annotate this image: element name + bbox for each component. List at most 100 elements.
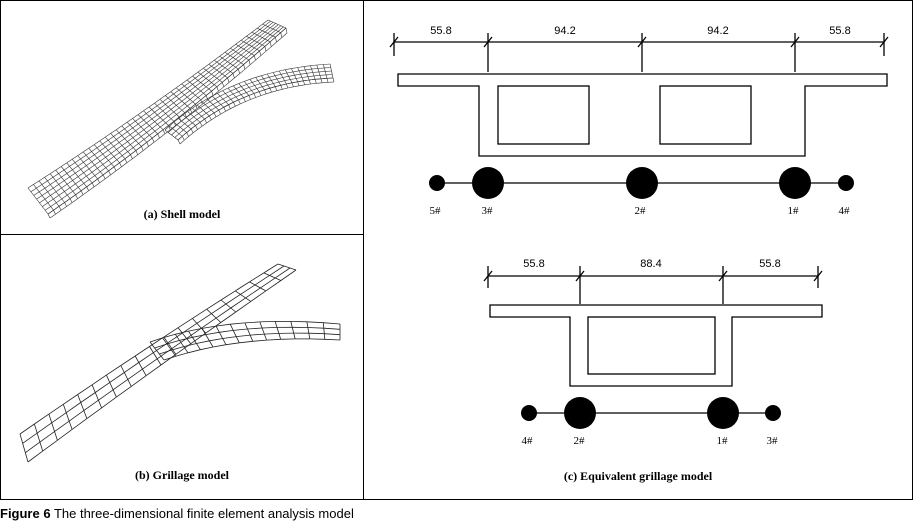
shell-main-girder-longitudinal bbox=[151, 105, 158, 110]
shell-main-girder-longitudinal bbox=[154, 108, 161, 113]
grillage-branch-girder-transverse bbox=[306, 321, 311, 339]
shell-main-girder-longitudinal bbox=[132, 123, 139, 129]
shell-main-web-transverse bbox=[53, 210, 56, 215]
shell-main-girder-longitudinal bbox=[105, 153, 112, 158]
shell-branch-girder-longitudinal bbox=[261, 73, 268, 76]
shell-main-girder-longitudinal bbox=[159, 95, 166, 100]
shell-branch-web-longitudinal bbox=[264, 87, 270, 91]
shell-main-girder-longitudinal bbox=[74, 158, 81, 163]
shell-main-girder-longitudinal bbox=[50, 191, 57, 196]
shell-main-girder-longitudinal bbox=[189, 94, 196, 100]
shell-main-girder-longitudinal bbox=[72, 165, 79, 170]
shell-branch-girder-longitudinal bbox=[240, 92, 247, 95]
shell-main-girder-longitudinal bbox=[216, 65, 223, 71]
shell-branch-girder-longitudinal bbox=[306, 72, 313, 74]
shell-branch-web-transverse bbox=[326, 78, 329, 83]
grillage-main-girder-longitudinal bbox=[39, 431, 55, 443]
shell-main-girder-longitudinal bbox=[102, 160, 109, 165]
shell-branch-girder-longitudinal bbox=[230, 96, 237, 100]
shell-main-girder-longitudinal bbox=[205, 65, 212, 71]
shell-main-girder-longitudinal bbox=[108, 146, 114, 151]
shell-main-girder-longitudinal bbox=[160, 122, 166, 128]
bottom-dim-label-3: 55.8 bbox=[759, 258, 780, 270]
shell-main-girder-longitudinal bbox=[208, 84, 215, 90]
shell-main-girder-longitudinal bbox=[55, 166, 62, 171]
shell-branch-web-longitudinal bbox=[269, 86, 276, 89]
shell-main-girder-longitudinal bbox=[235, 54, 242, 60]
bottom-dim-slash-4 bbox=[813, 270, 823, 282]
grillage-main-girder-longitudinal bbox=[171, 338, 187, 349]
grillage-main-girder-longitudinal bbox=[249, 272, 265, 283]
grillage-model-drawing bbox=[19, 263, 341, 463]
grillage-main-girder-transverse bbox=[19, 433, 29, 463]
shell-branch-girder-longitudinal bbox=[276, 77, 283, 80]
shell-main-girder-longitudinal bbox=[80, 175, 87, 181]
shell-main-girder-longitudinal bbox=[214, 56, 220, 61]
shell-branch-girder-longitudinal bbox=[195, 107, 201, 112]
shell-main-girder-longitudinal bbox=[176, 100, 182, 106]
shell-main-girder-transverse bbox=[170, 91, 191, 109]
shell-main-girder-longitudinal bbox=[224, 48, 231, 53]
shell-main-web-longitudinal bbox=[179, 112, 185, 118]
shell-main-girder-transverse bbox=[214, 60, 234, 74]
shell-branch-girder-longitudinal bbox=[210, 107, 217, 111]
shell-main-girder-transverse bbox=[49, 173, 71, 199]
shell-branch-girder-longitudinal bbox=[206, 95, 213, 100]
shell-main-web-longitudinal bbox=[254, 50, 260, 56]
top-node-3 bbox=[472, 167, 504, 199]
shell-main-web-longitudinal bbox=[275, 32, 281, 38]
bottom-node-labels: 4# 2# 1# 3# bbox=[522, 435, 779, 447]
top-dim-label-1: 55.8 bbox=[430, 25, 451, 37]
shell-main-girder-longitudinal bbox=[97, 153, 103, 159]
shell-branch-web-transverse bbox=[314, 79, 317, 84]
shell-main-girder-transverse bbox=[82, 151, 104, 176]
grillage-branch-girder-longitudinal bbox=[324, 333, 341, 336]
grillage-branch-girder-transverse bbox=[290, 321, 296, 339]
grillage-main-girder-longitudinal bbox=[163, 327, 179, 338]
shell-main-girder-longitudinal bbox=[41, 191, 48, 196]
shell-main-girder-transverse bbox=[88, 148, 109, 172]
shell-main-girder-longitudinal bbox=[227, 65, 234, 70]
grillage-main-girder-longitudinal bbox=[48, 403, 64, 415]
shell-branch-web-longitudinal bbox=[287, 86, 294, 89]
shell-branch-web-transverse bbox=[233, 102, 236, 107]
shell-main-girder-longitudinal bbox=[146, 118, 153, 124]
shell-main-girder-longitudinal bbox=[251, 41, 258, 47]
grillage-branch-girder-longitudinal bbox=[250, 333, 265, 336]
shell-main-web-longitudinal bbox=[104, 174, 111, 180]
shell-main-girder-longitudinal bbox=[184, 99, 191, 104]
shell-branch-web-longitudinal bbox=[275, 85, 281, 87]
shell-main-girder-longitudinal bbox=[200, 78, 207, 83]
grillage-main-girder-longitudinal bbox=[54, 420, 70, 432]
shell-main-girder-longitudinal bbox=[181, 105, 188, 111]
top-dim-label-2: 94.2 bbox=[554, 25, 575, 37]
grillage-branch-girder-longitudinal bbox=[179, 336, 193, 341]
shell-main-girder-longitudinal bbox=[126, 118, 133, 123]
shell-main-girder-transverse bbox=[240, 40, 260, 52]
shell-branch-girder-longitudinal bbox=[180, 123, 185, 128]
grillage-branch-girder-transverse bbox=[215, 325, 227, 345]
grillage-main-girder-longitudinal bbox=[131, 375, 147, 387]
shell-branch-girder-longitudinal bbox=[292, 70, 300, 73]
shell-main-web-transverse bbox=[69, 198, 73, 203]
shell-main-girder-longitudinal bbox=[132, 143, 139, 148]
shell-main-web-transverse bbox=[91, 182, 95, 188]
shell-main-girder-longitudinal bbox=[270, 29, 276, 35]
grillage-branch-girder-longitudinal bbox=[212, 344, 227, 348]
shell-main-girder-longitudinal bbox=[246, 31, 253, 37]
shell-branch-girder-longitudinal bbox=[225, 99, 231, 103]
shell-main-girder-longitudinal bbox=[211, 61, 217, 67]
shell-main-web-transverse bbox=[102, 174, 106, 180]
shell-branch-web-longitudinal bbox=[316, 82, 323, 84]
shell-branch-girder-longitudinal bbox=[241, 84, 247, 87]
shell-main-girder-longitudinal bbox=[135, 136, 142, 141]
shell-main-girder-longitudinal bbox=[168, 111, 174, 117]
grillage-main-girder-longitudinal bbox=[77, 384, 93, 395]
shell-main-girder-longitudinal bbox=[100, 167, 106, 172]
shell-main-web-longitudinal bbox=[58, 202, 65, 207]
grillage-main-girder-transverse bbox=[48, 413, 58, 441]
shell-branch-girder-longitudinal bbox=[196, 116, 202, 120]
shell-branch-web-longitudinal bbox=[297, 80, 304, 83]
shell-main-girder-longitudinal bbox=[149, 121, 155, 126]
shell-branch-girder-longitudinal bbox=[175, 127, 181, 132]
